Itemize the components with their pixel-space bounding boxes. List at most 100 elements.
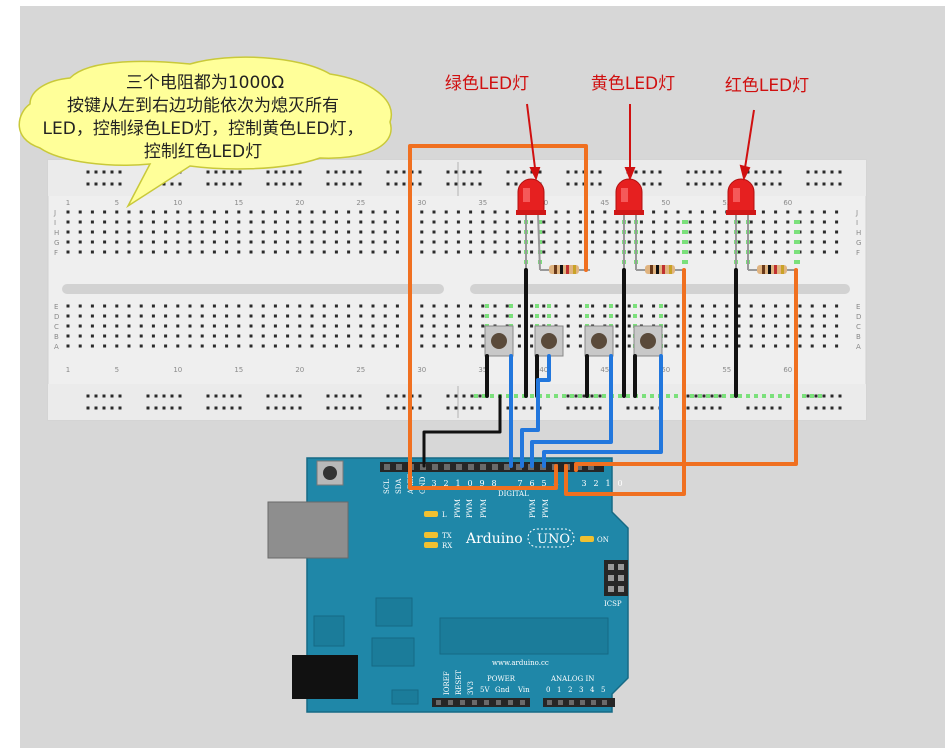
rail-hole xyxy=(350,406,354,410)
button-1[interactable] xyxy=(484,325,514,357)
active-rail-hole xyxy=(482,394,486,398)
hole xyxy=(359,240,363,244)
rail-hole xyxy=(478,394,482,398)
row-letter: B xyxy=(856,333,861,341)
rail-hole xyxy=(718,170,722,174)
rail-hole xyxy=(710,406,714,410)
hole xyxy=(90,220,94,224)
rail-hole xyxy=(102,170,106,174)
hole xyxy=(188,314,192,318)
rail-hole xyxy=(634,406,638,410)
rail-hole xyxy=(806,170,810,174)
rail-hole xyxy=(778,406,782,410)
hole xyxy=(273,314,277,318)
active-hole xyxy=(684,260,688,264)
wires xyxy=(408,144,798,496)
hole xyxy=(334,230,338,234)
rail-hole xyxy=(446,406,450,410)
rail-hole xyxy=(566,170,570,174)
rail-hole xyxy=(506,182,510,186)
hole xyxy=(810,230,814,234)
rail-hole xyxy=(394,182,398,186)
hole xyxy=(347,314,351,318)
hole xyxy=(664,334,668,338)
hole xyxy=(298,324,302,328)
hole xyxy=(115,220,119,224)
active-hole xyxy=(535,304,539,308)
rail-hole xyxy=(598,182,602,186)
rail-hole xyxy=(94,182,98,186)
hole xyxy=(749,220,753,224)
hole xyxy=(347,334,351,338)
hole xyxy=(395,314,399,318)
active-rail-hole xyxy=(490,394,494,398)
hole xyxy=(725,304,729,308)
rail-hole xyxy=(274,170,278,174)
rail-hole xyxy=(334,406,338,410)
hole xyxy=(200,240,204,244)
hole xyxy=(664,344,668,348)
hole xyxy=(676,304,680,308)
active-rail-hole xyxy=(530,394,534,398)
hole xyxy=(713,344,717,348)
hole xyxy=(810,240,814,244)
callout-bubble: 三个电阻都为1000Ω 按键从左到右边功能依次为熄灭所有 LED，控制绿色LED… xyxy=(18,56,393,209)
callout-line-4: 控制红色LED灯 xyxy=(144,142,262,162)
hole xyxy=(151,324,155,328)
hole xyxy=(639,230,643,234)
button-4[interactable] xyxy=(633,325,663,357)
leds xyxy=(516,178,756,271)
hole xyxy=(164,240,168,244)
hole xyxy=(737,304,741,308)
hole xyxy=(566,240,570,244)
hole xyxy=(261,344,265,348)
col-number-bottom: 35 xyxy=(478,366,487,374)
rail-hole xyxy=(118,406,122,410)
power-pin xyxy=(436,700,441,705)
hole xyxy=(725,250,729,254)
rail-hole xyxy=(178,394,182,398)
hole xyxy=(774,314,778,318)
hole xyxy=(676,210,680,214)
active-rail-hole xyxy=(810,394,814,398)
hole xyxy=(371,314,375,318)
rail-hole xyxy=(222,170,226,174)
row-letter: B xyxy=(54,333,59,341)
hole xyxy=(115,334,119,338)
rail-hole xyxy=(462,170,466,174)
rail-hole xyxy=(778,182,782,186)
hole xyxy=(78,230,82,234)
hole xyxy=(761,314,765,318)
hole xyxy=(444,344,448,348)
hole xyxy=(225,324,229,328)
pwm-label: PWM xyxy=(529,499,537,518)
hole xyxy=(676,220,680,224)
hole xyxy=(151,220,155,224)
hole xyxy=(700,314,704,318)
hole xyxy=(139,314,143,318)
hole xyxy=(139,220,143,224)
hole xyxy=(66,250,70,254)
hole xyxy=(761,210,765,214)
active-rail-hole xyxy=(642,394,646,398)
hole xyxy=(542,240,546,244)
hole xyxy=(127,334,131,338)
hole xyxy=(249,210,253,214)
hole xyxy=(164,344,168,348)
hole xyxy=(688,210,692,214)
rail-hole xyxy=(838,170,842,174)
rail-hole xyxy=(598,170,602,174)
uno-badge xyxy=(527,528,575,548)
button-3[interactable] xyxy=(584,325,614,357)
col-number-top: 55 xyxy=(722,199,731,207)
power-pin xyxy=(472,700,477,705)
hole xyxy=(395,344,399,348)
rail-hole xyxy=(170,182,174,186)
active-hole xyxy=(633,304,637,308)
button-2[interactable] xyxy=(534,325,564,357)
hole xyxy=(444,314,448,318)
hole xyxy=(566,230,570,234)
rail-hole xyxy=(86,182,90,186)
col-number-bottom: 55 xyxy=(722,366,731,374)
